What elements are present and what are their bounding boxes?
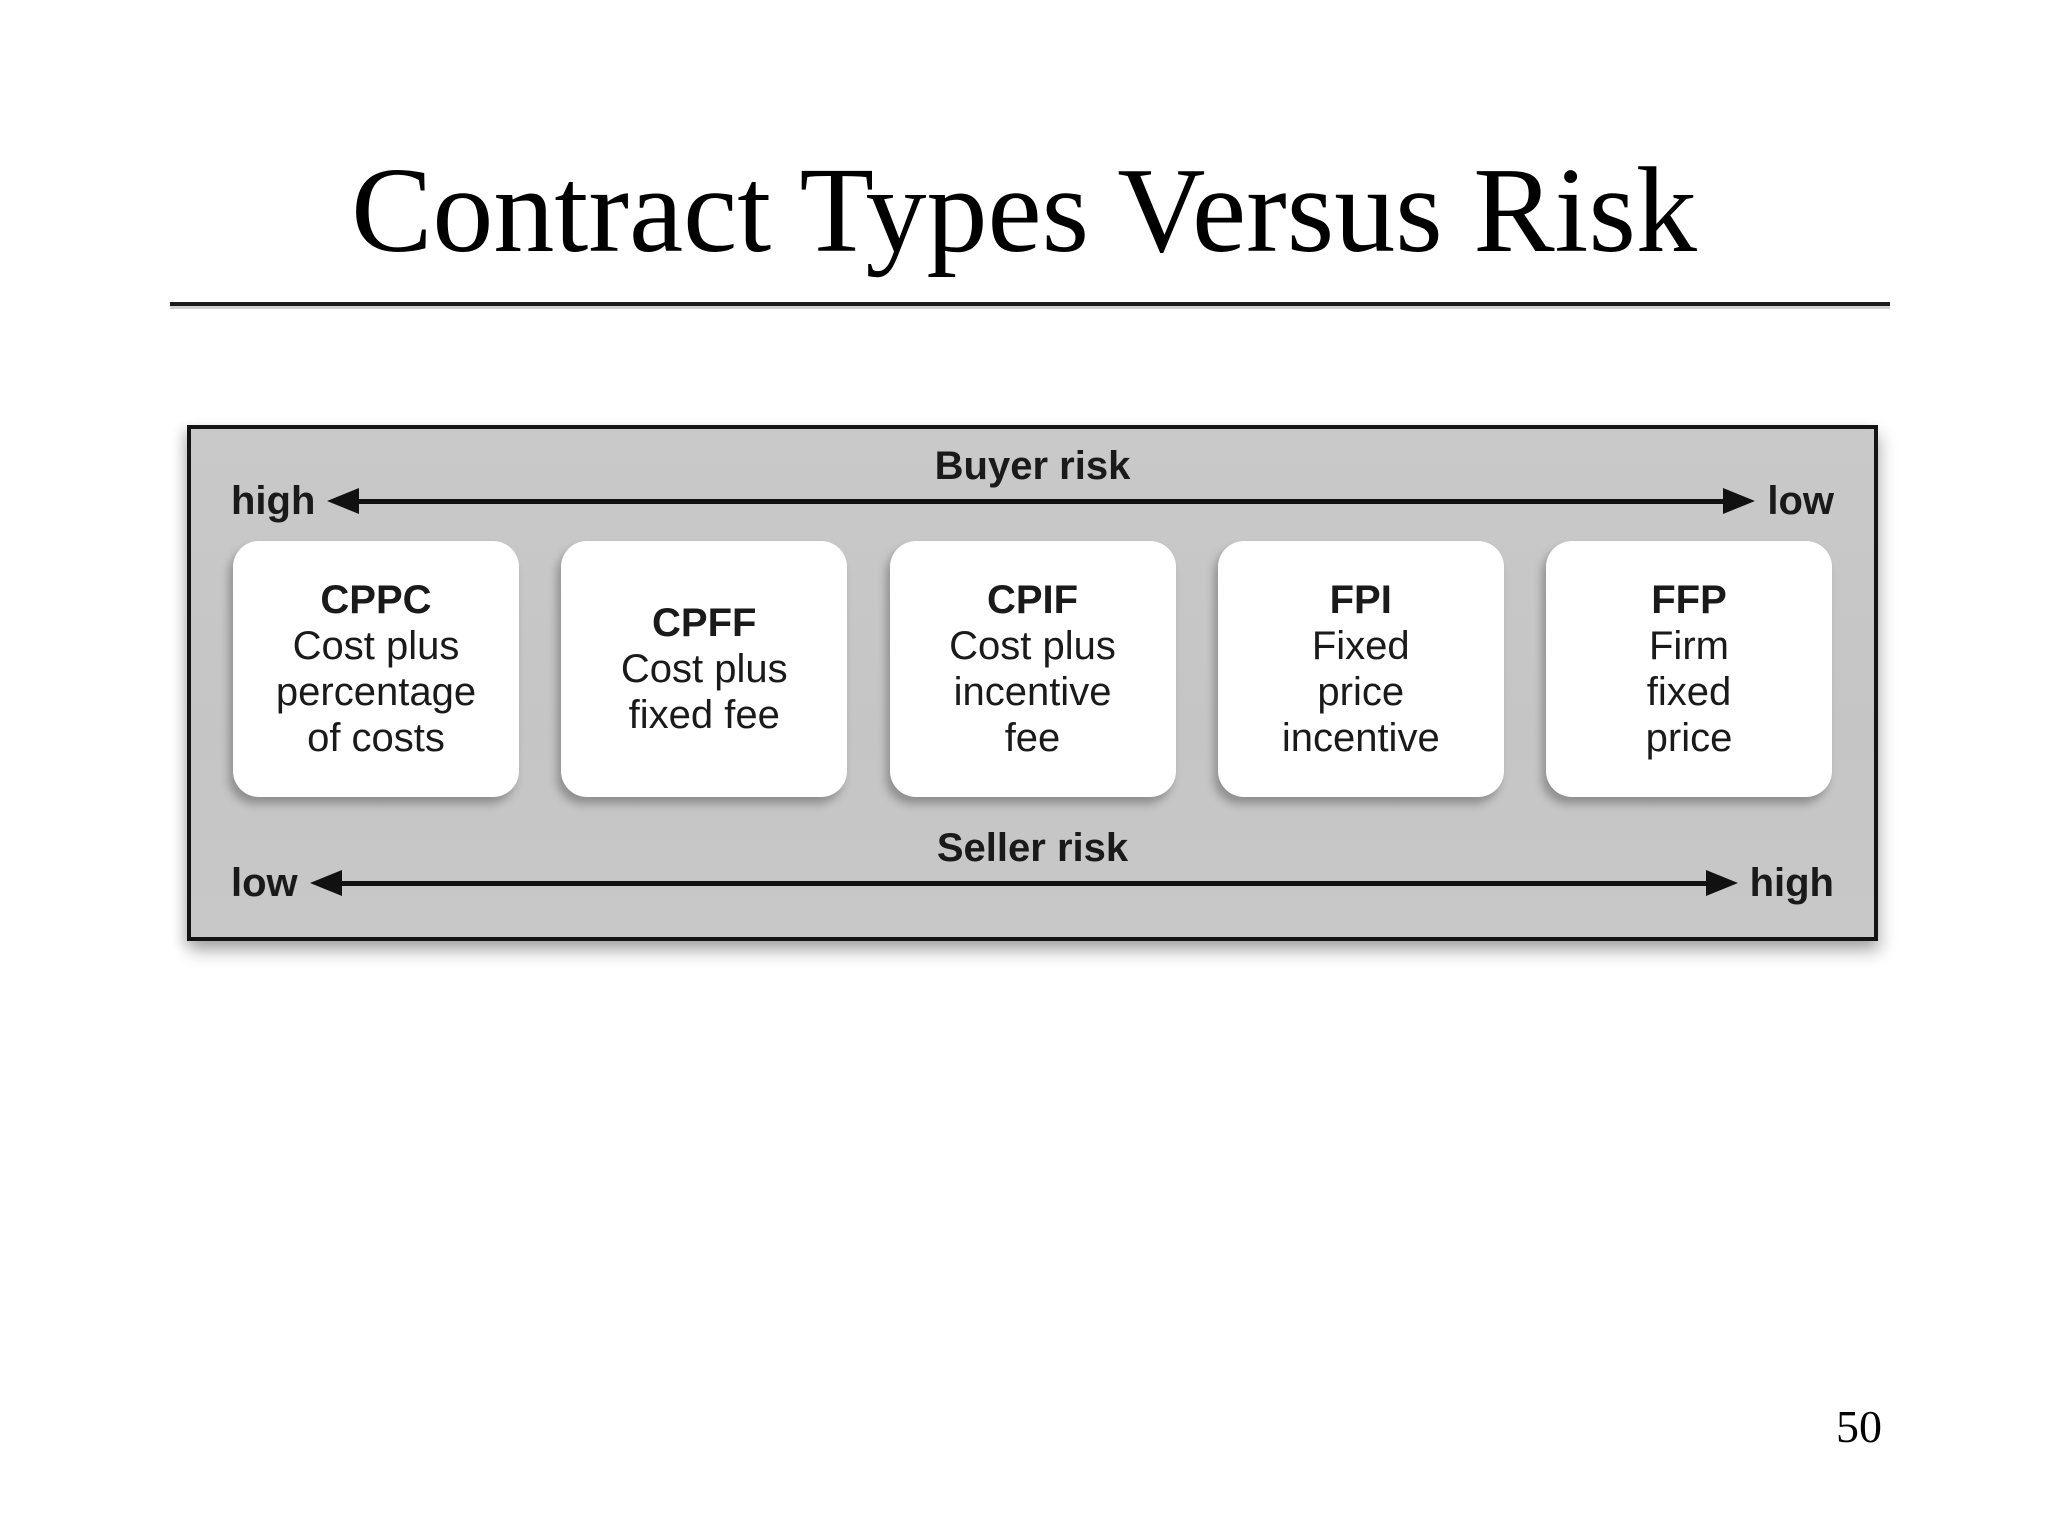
- arrow-shaft: [339, 880, 1708, 886]
- contract-description: Cost plus fixed fee: [620, 647, 788, 737]
- contract-description: Fixed price incentive: [1281, 624, 1440, 760]
- buyer-risk-axis: high low: [231, 478, 1834, 524]
- contract-description: Cost plus incentive fee: [949, 624, 1116, 760]
- buyer-risk-low-label: low: [1767, 479, 1834, 523]
- contract-type-cards: CPPC Cost plus percentage of costs CPFF …: [233, 541, 1832, 797]
- contract-description: Firm fixed price: [1645, 624, 1733, 760]
- buyer-risk-caption: Buyer risk: [934, 444, 1131, 488]
- contract-card-ffp: FFP Firm fixed price: [1546, 541, 1832, 797]
- contract-card-cpff: CPFF Cost plus fixed fee: [561, 541, 848, 797]
- contract-acronym: CPIF: [986, 578, 1079, 622]
- contract-card-cppc: CPPC Cost plus percentage of costs: [233, 541, 519, 797]
- arrow-left-head-icon: [309, 870, 342, 896]
- contract-description: Cost plus percentage of costs: [275, 624, 477, 760]
- seller-risk-high-label: high: [1749, 861, 1834, 905]
- seller-risk-arrow: [309, 868, 1738, 898]
- arrow-right-head-icon: [1723, 488, 1756, 514]
- contract-acronym: CPFF: [652, 601, 757, 645]
- contract-card-cpif: CPIF Cost plus incentive fee: [889, 541, 1176, 797]
- arrow-right-head-icon: [1705, 870, 1738, 896]
- page-number: 50: [1836, 1401, 1882, 1452]
- seller-risk-axis: low high: [231, 860, 1834, 906]
- slide-title: Contract Types Versus Risk: [351, 143, 1697, 278]
- contract-card-fpi: FPI Fixed price incentive: [1217, 541, 1504, 797]
- risk-diagram-panel: Buyer risk high low CPPC Cost plus perce…: [187, 425, 1878, 941]
- buyer-risk-high-label: high: [231, 479, 316, 523]
- contract-acronym: CPPC: [320, 578, 432, 622]
- arrow-left-head-icon: [327, 488, 360, 514]
- contract-acronym: FFP: [1651, 578, 1727, 622]
- title-underline-rule: [170, 302, 1890, 306]
- seller-risk-caption: Seller risk: [936, 826, 1129, 870]
- seller-risk-low-label: low: [231, 861, 298, 905]
- contract-acronym: FPI: [1329, 578, 1392, 622]
- arrow-shaft: [357, 498, 1726, 504]
- buyer-risk-arrow: [327, 486, 1756, 516]
